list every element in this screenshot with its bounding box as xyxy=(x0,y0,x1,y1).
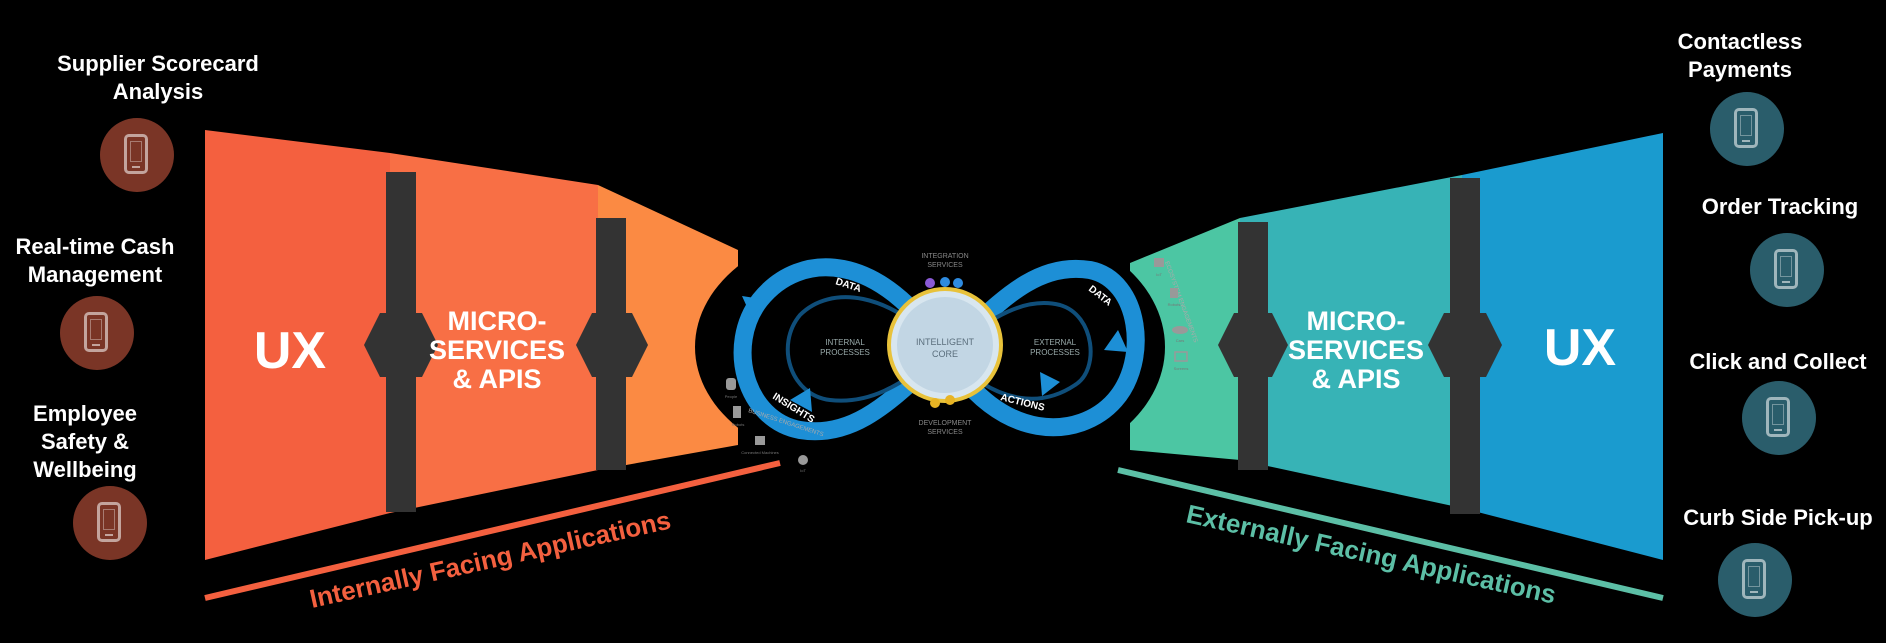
development-label-1: DEVELOPMENT xyxy=(919,420,973,427)
left-app-label-3-line-1: Employee xyxy=(33,401,137,426)
left-small-icon-label-3: Connected Machines xyxy=(741,450,779,455)
internal-processes-2: PROCESSES xyxy=(820,348,870,357)
left-app-label-2: Real-time Cash Management xyxy=(0,233,190,289)
left-separator-2-hex xyxy=(576,313,648,377)
development-label-2: SERVICES xyxy=(927,429,963,436)
left-edge-band xyxy=(598,185,738,470)
left-micro-line-3: & APIS xyxy=(452,364,541,394)
arrow-data-left xyxy=(742,296,768,318)
machine-icon xyxy=(755,436,765,445)
tablet-icon[interactable] xyxy=(60,296,134,370)
integration-label-2: SERVICES xyxy=(927,262,963,269)
right-app-label-1: Contactless Payments xyxy=(1660,28,1820,84)
robot-icon xyxy=(1170,288,1178,298)
left-small-icon-label-1: People xyxy=(725,394,738,399)
gear-icon xyxy=(945,395,955,405)
right-separator-2-hex xyxy=(1428,313,1502,377)
left-app-label-3-line-3: Wellbeing xyxy=(33,457,137,482)
left-micro-line-2: SERVICES xyxy=(429,335,565,365)
core-label-1: INTELLIGENT xyxy=(916,337,975,347)
arrow-insights xyxy=(790,388,812,412)
tablet-icon[interactable] xyxy=(1742,381,1816,455)
right-app-label-3: Click and Collect xyxy=(1670,348,1886,376)
arrow-data-right xyxy=(1104,330,1128,352)
left-ux-band xyxy=(205,130,390,560)
left-app-label-3: Employee Safety & Wellbeing xyxy=(20,400,150,484)
tablet-icon[interactable] xyxy=(100,118,174,192)
left-app-label-1: Supplier Scorecard Analysis xyxy=(38,50,278,106)
gear-icon xyxy=(953,278,963,288)
right-funnel: MICRO- SERVICES & APIS UX Externally Fac… xyxy=(845,133,1664,610)
core-circle xyxy=(897,297,993,393)
right-micro-band xyxy=(1240,175,1462,508)
right-edge-band xyxy=(1130,218,1240,460)
arrow-actions xyxy=(1040,372,1060,396)
gear-icon xyxy=(940,277,950,287)
tablet-icon[interactable] xyxy=(73,486,147,560)
left-app-label-3-line-2: Safety & xyxy=(40,429,130,454)
right-concave-cut xyxy=(845,225,1165,469)
external-processes-1: EXTERNAL xyxy=(1034,338,1077,347)
device-icon xyxy=(1154,258,1164,267)
left-app-label-2-line-2: Management xyxy=(27,262,163,287)
right-app-label-2-line-1: Order Tracking xyxy=(1701,194,1859,219)
right-app-label-4: Curb Side Pick-up xyxy=(1670,504,1886,532)
left-caption-line xyxy=(204,460,781,601)
right-micro-line-2: SERVICES xyxy=(1288,335,1424,365)
left-micro-band xyxy=(390,153,598,513)
screen-icon xyxy=(1174,351,1188,362)
right-small-icon-label-3: Cars xyxy=(1176,338,1184,343)
left-separator-1-hex xyxy=(364,313,438,377)
right-micro-line-3: & APIS xyxy=(1311,364,1400,394)
external-processes-2: PROCESSES xyxy=(1030,348,1080,357)
gear-icon xyxy=(930,398,940,408)
car-icon xyxy=(1172,326,1188,334)
integration-label-1: INTEGRATION xyxy=(921,253,968,260)
person-icon xyxy=(726,378,736,390)
core-label-2: CORE xyxy=(932,349,958,359)
right-app-label-1-line-2: Payments xyxy=(1688,57,1792,82)
gear-icon xyxy=(925,278,935,288)
right-app-label-1-line-1: Contactless xyxy=(1677,29,1803,54)
intelligent-core-loop: INTELLIGENT CORE INTEGRATION SERVICES DE… xyxy=(725,253,1198,473)
right-app-label-3-line-1: Click and Collect xyxy=(1689,349,1867,374)
right-ux-label: UX xyxy=(1544,319,1617,377)
right-app-label-2: Order Tracking xyxy=(1690,193,1870,221)
gear-icon xyxy=(798,455,808,465)
right-micro-line-1: MICRO- xyxy=(1307,306,1406,336)
left-app-label-2-line-1: Real-time Cash xyxy=(15,234,175,259)
left-small-icon-label-4: IoT xyxy=(800,468,806,473)
tablet-icon[interactable] xyxy=(1710,92,1784,166)
robot-icon xyxy=(733,406,741,418)
left-small-icon-label-2: Robots xyxy=(732,422,745,427)
left-ux-label: UX xyxy=(254,322,327,380)
left-micro-line-1: MICRO- xyxy=(448,306,547,336)
right-caption-line xyxy=(1117,467,1664,601)
left-app-label-1-line-1: Supplier Scorecard xyxy=(57,51,259,76)
internal-processes-1: INTERNAL xyxy=(825,338,865,347)
left-app-label-1-line-2: Analysis xyxy=(112,79,204,104)
right-small-icon-label-2: Robots xyxy=(1168,302,1181,307)
right-small-icon-label-1: IoT xyxy=(1156,272,1162,277)
right-separator-1-hex xyxy=(1218,313,1288,377)
right-small-icon-label-4: Screens xyxy=(1174,366,1189,371)
tablet-icon[interactable] xyxy=(1718,543,1792,617)
right-ux-band xyxy=(1462,133,1663,560)
right-app-label-4-line-1: Curb Side Pick-up xyxy=(1683,505,1873,530)
tablet-icon[interactable] xyxy=(1750,233,1824,307)
